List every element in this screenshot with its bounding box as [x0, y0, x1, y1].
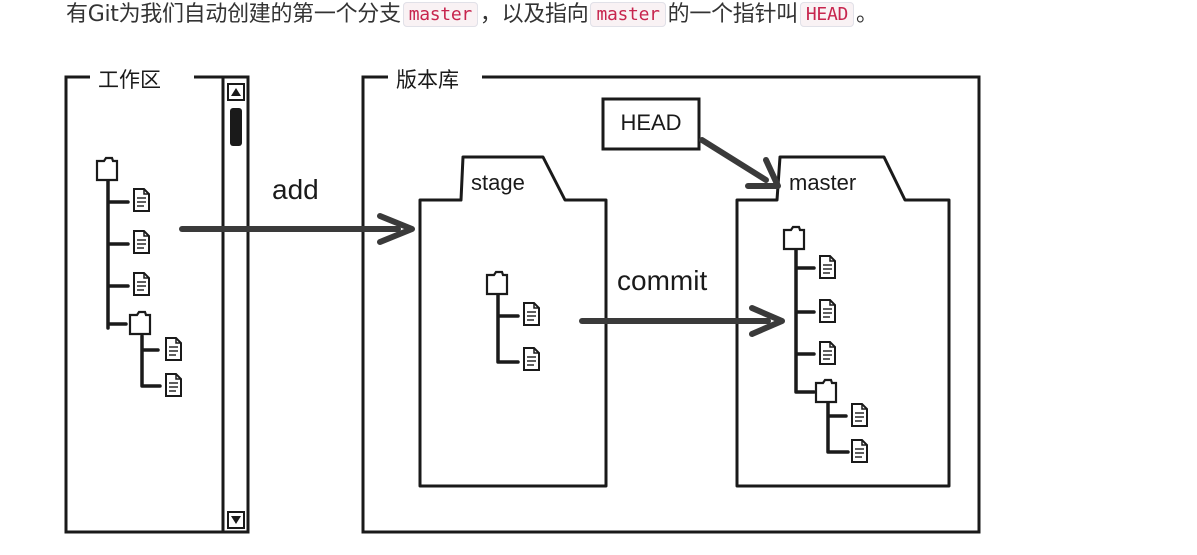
code-head: HEAD [799, 2, 855, 27]
intro-text-3: 的一个指针叫 [667, 2, 799, 27]
folder-icon [95, 156, 119, 182]
workspace-file-tree [95, 156, 182, 397]
intro-text-2: ，以及指向 [479, 2, 589, 27]
add-arrow: add [179, 174, 415, 245]
file-icon [851, 403, 868, 427]
file-icon [819, 255, 836, 279]
file-icon [819, 341, 836, 365]
stage-file-tree [485, 270, 540, 371]
add-label: add [272, 174, 319, 205]
file-icon [523, 347, 540, 371]
master-label: master [789, 170, 856, 195]
workspace-panel: 工作区 [64, 69, 250, 534]
stage-label: stage [471, 170, 525, 195]
file-icon [133, 230, 150, 254]
commit-arrow: commit [579, 265, 785, 337]
intro-text-1: 有Git为我们自动创建的第一个分支 [66, 2, 401, 27]
workspace-scrollbar[interactable] [221, 77, 245, 532]
head-pointer: HEAD [601, 97, 701, 151]
commit-label: commit [617, 265, 707, 296]
file-icon [165, 337, 182, 361]
scroll-down-icon[interactable] [227, 511, 245, 529]
code-master-1: master [402, 2, 478, 27]
file-icon [165, 373, 182, 397]
code-master-2: master [590, 2, 666, 27]
folder-icon [814, 378, 838, 404]
intro-text-4: 。 [856, 2, 878, 27]
scroll-up-icon[interactable] [227, 83, 245, 101]
head-label: HEAD [620, 110, 681, 135]
folder-icon [485, 270, 509, 296]
file-icon [851, 439, 868, 463]
file-icon [523, 302, 540, 326]
file-icon [133, 188, 150, 212]
file-icon [133, 272, 150, 296]
workspace-label: 工作区 [98, 69, 161, 92]
head-arrow [699, 137, 781, 189]
folder-icon [128, 310, 152, 336]
master-file-tree [782, 225, 868, 463]
repository-label: 版本库 [396, 69, 459, 92]
file-icon [819, 299, 836, 323]
stage-area: stage [418, 155, 608, 488]
repository-panel: 版本库 HEAD stage master [361, 69, 981, 534]
folder-icon [782, 225, 806, 251]
